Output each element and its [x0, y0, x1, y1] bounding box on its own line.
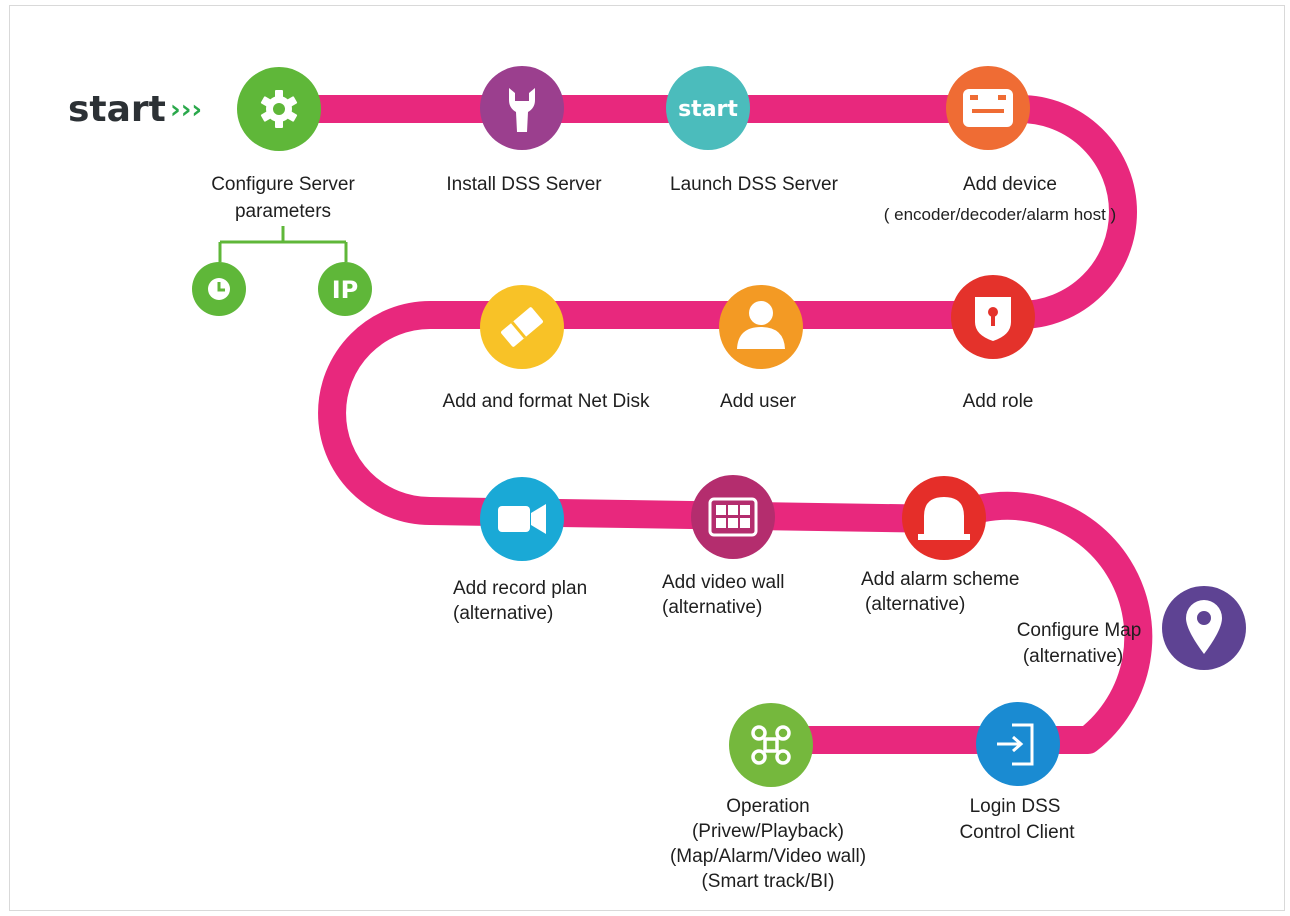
step-add-alarm-scheme: Add alarm scheme (alternative) [861, 476, 1019, 615]
step-install-dss: Install DSS Server [446, 66, 602, 195]
add-net-disk-label: Add and format Net Disk [443, 391, 650, 412]
server-parameter-tree [218, 226, 348, 262]
step-add-role: Add role [951, 275, 1035, 412]
operation-label-4: (Smart track/BI) [701, 871, 834, 892]
diagram-frame [9, 5, 1285, 911]
add-alarm-scheme-label-2: (alternative) [865, 594, 965, 615]
wrench-glyph [509, 88, 535, 132]
start-arrows: ››› [170, 95, 202, 125]
configure-server-label-1: Configure Server [211, 174, 355, 195]
configure-map-label-1: Configure Map [1017, 620, 1142, 641]
step-add-record-plan: Add record plan (alternative) [453, 477, 587, 624]
add-user-label: Add user [720, 391, 797, 412]
launch-icon-text: start [678, 97, 738, 122]
step-configure-map: Configure Map (alternative) [1017, 586, 1246, 670]
add-device-label-2: ( encoder/decoder/alarm host ) [884, 205, 1116, 224]
video-wall-icon [691, 475, 775, 559]
command-icon [729, 703, 813, 787]
add-video-wall-label-2: (alternative) [662, 597, 762, 618]
add-device-label-1: Add device [963, 174, 1057, 195]
step-launch-dss: start Launch DSS Server [666, 66, 839, 195]
operation-label-3: (Map/Alarm/Video wall) [670, 846, 866, 867]
ip-parameter: IP [318, 262, 372, 316]
login-label-1: Login DSS [970, 796, 1061, 817]
add-alarm-scheme-label-1: Add alarm scheme [861, 569, 1019, 590]
add-record-plan-label-2: (alternative) [453, 603, 553, 624]
flow-path [266, 95, 1153, 754]
add-record-plan-label-1: Add record plan [453, 578, 587, 599]
step-add-device: Add device ( encoder/decoder/alarm host … [884, 66, 1116, 224]
login-label-2: Control Client [959, 822, 1075, 843]
start-icon [666, 66, 750, 150]
step-add-net-disk: Add and format Net Disk [443, 285, 650, 412]
step-operation: Operation (Privew/Playback) (Map/Alarm/V… [670, 703, 866, 892]
launch-dss-label: Launch DSS Server [670, 174, 839, 195]
install-dss-label: Install DSS Server [446, 174, 602, 195]
start-label: start [68, 89, 166, 130]
time-parameter [192, 262, 246, 316]
operation-label-1: Operation [726, 796, 809, 817]
configure-map-label-2: (alternative) [1023, 646, 1123, 667]
gear-glyph [260, 90, 298, 128]
step-add-user: Add user [719, 285, 803, 412]
step-configure-server: Configure Server parameters [211, 67, 355, 222]
step-login-client: Login DSS Control Client [959, 702, 1075, 843]
add-role-label: Add role [963, 391, 1034, 412]
operation-label-2: (Privew/Playback) [692, 821, 844, 842]
step-add-video-wall: Add video wall (alternative) [662, 475, 785, 618]
configure-server-label-2: parameters [235, 201, 331, 222]
add-video-wall-label-1: Add video wall [662, 572, 785, 593]
ip-label: IP [332, 276, 359, 304]
